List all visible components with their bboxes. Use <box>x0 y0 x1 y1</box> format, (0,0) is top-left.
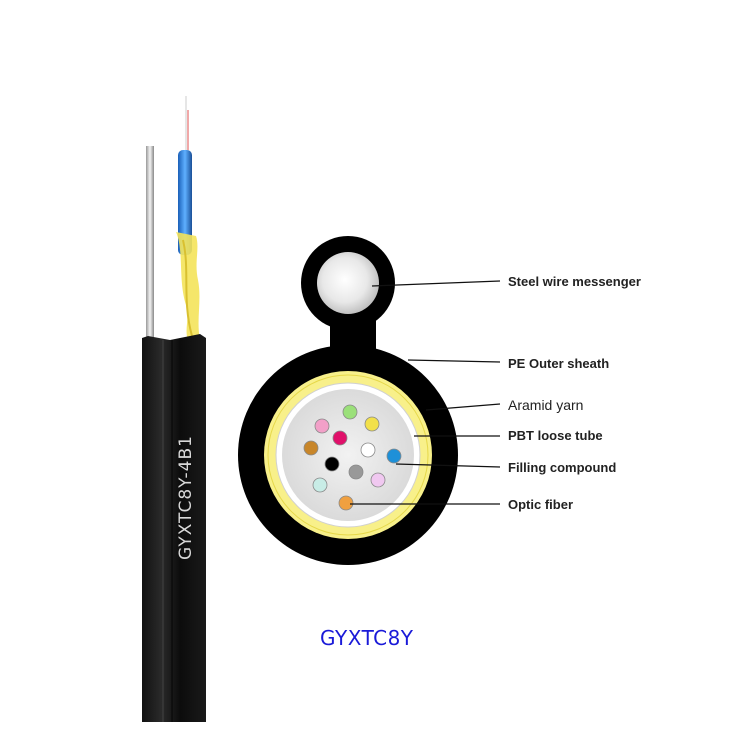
callout-line-messenger <box>371 280 501 287</box>
optic-fiber <box>348 464 364 480</box>
optic-fiber <box>324 456 340 472</box>
label-aramid-yarn: Aramid yarn <box>508 397 584 413</box>
optic-fiber <box>386 448 402 464</box>
label-pe-outer-sheath: PE Outer sheath <box>508 356 610 371</box>
aramid-yarn-strand <box>182 239 193 337</box>
optic-fiber <box>312 477 328 493</box>
optic-fibers <box>303 404 402 511</box>
label-optic-fiber: Optic fiber <box>508 497 574 512</box>
optic-fiber <box>314 418 330 434</box>
callout-lines <box>350 280 501 505</box>
aramid-yarn-inner-line <box>267 374 429 536</box>
callout-line-aramid <box>425 403 501 411</box>
steel-wire-exposed <box>146 146 154 338</box>
cable-print-text: GYXTC8Y-4B1 <box>176 435 196 560</box>
steel-wire-core <box>317 252 379 314</box>
optic-fiber <box>364 416 380 432</box>
aramid-yarn-exposed <box>176 232 200 340</box>
loose-tube-exposed <box>178 150 192 255</box>
callout-line-sheath <box>407 359 501 363</box>
optic-fiber <box>360 442 376 458</box>
optic-fiber <box>342 404 358 420</box>
model-name: GYXTC8Y <box>320 626 414 650</box>
callout-line-filling <box>395 463 501 468</box>
optic-fiber <box>370 472 386 488</box>
cable-jacket <box>142 334 206 722</box>
optic-fiber <box>303 440 319 456</box>
optic-fiber <box>338 495 354 511</box>
label-pbt-loose-tube: PBT loose tube <box>508 428 603 443</box>
cable-cross-section <box>238 236 458 565</box>
label-steel-wire-messenger: Steel wire messenger <box>508 274 641 289</box>
optic-fiber <box>332 430 348 446</box>
cable-side-view <box>142 96 206 722</box>
label-filling-compound: Filling compound <box>508 460 617 475</box>
